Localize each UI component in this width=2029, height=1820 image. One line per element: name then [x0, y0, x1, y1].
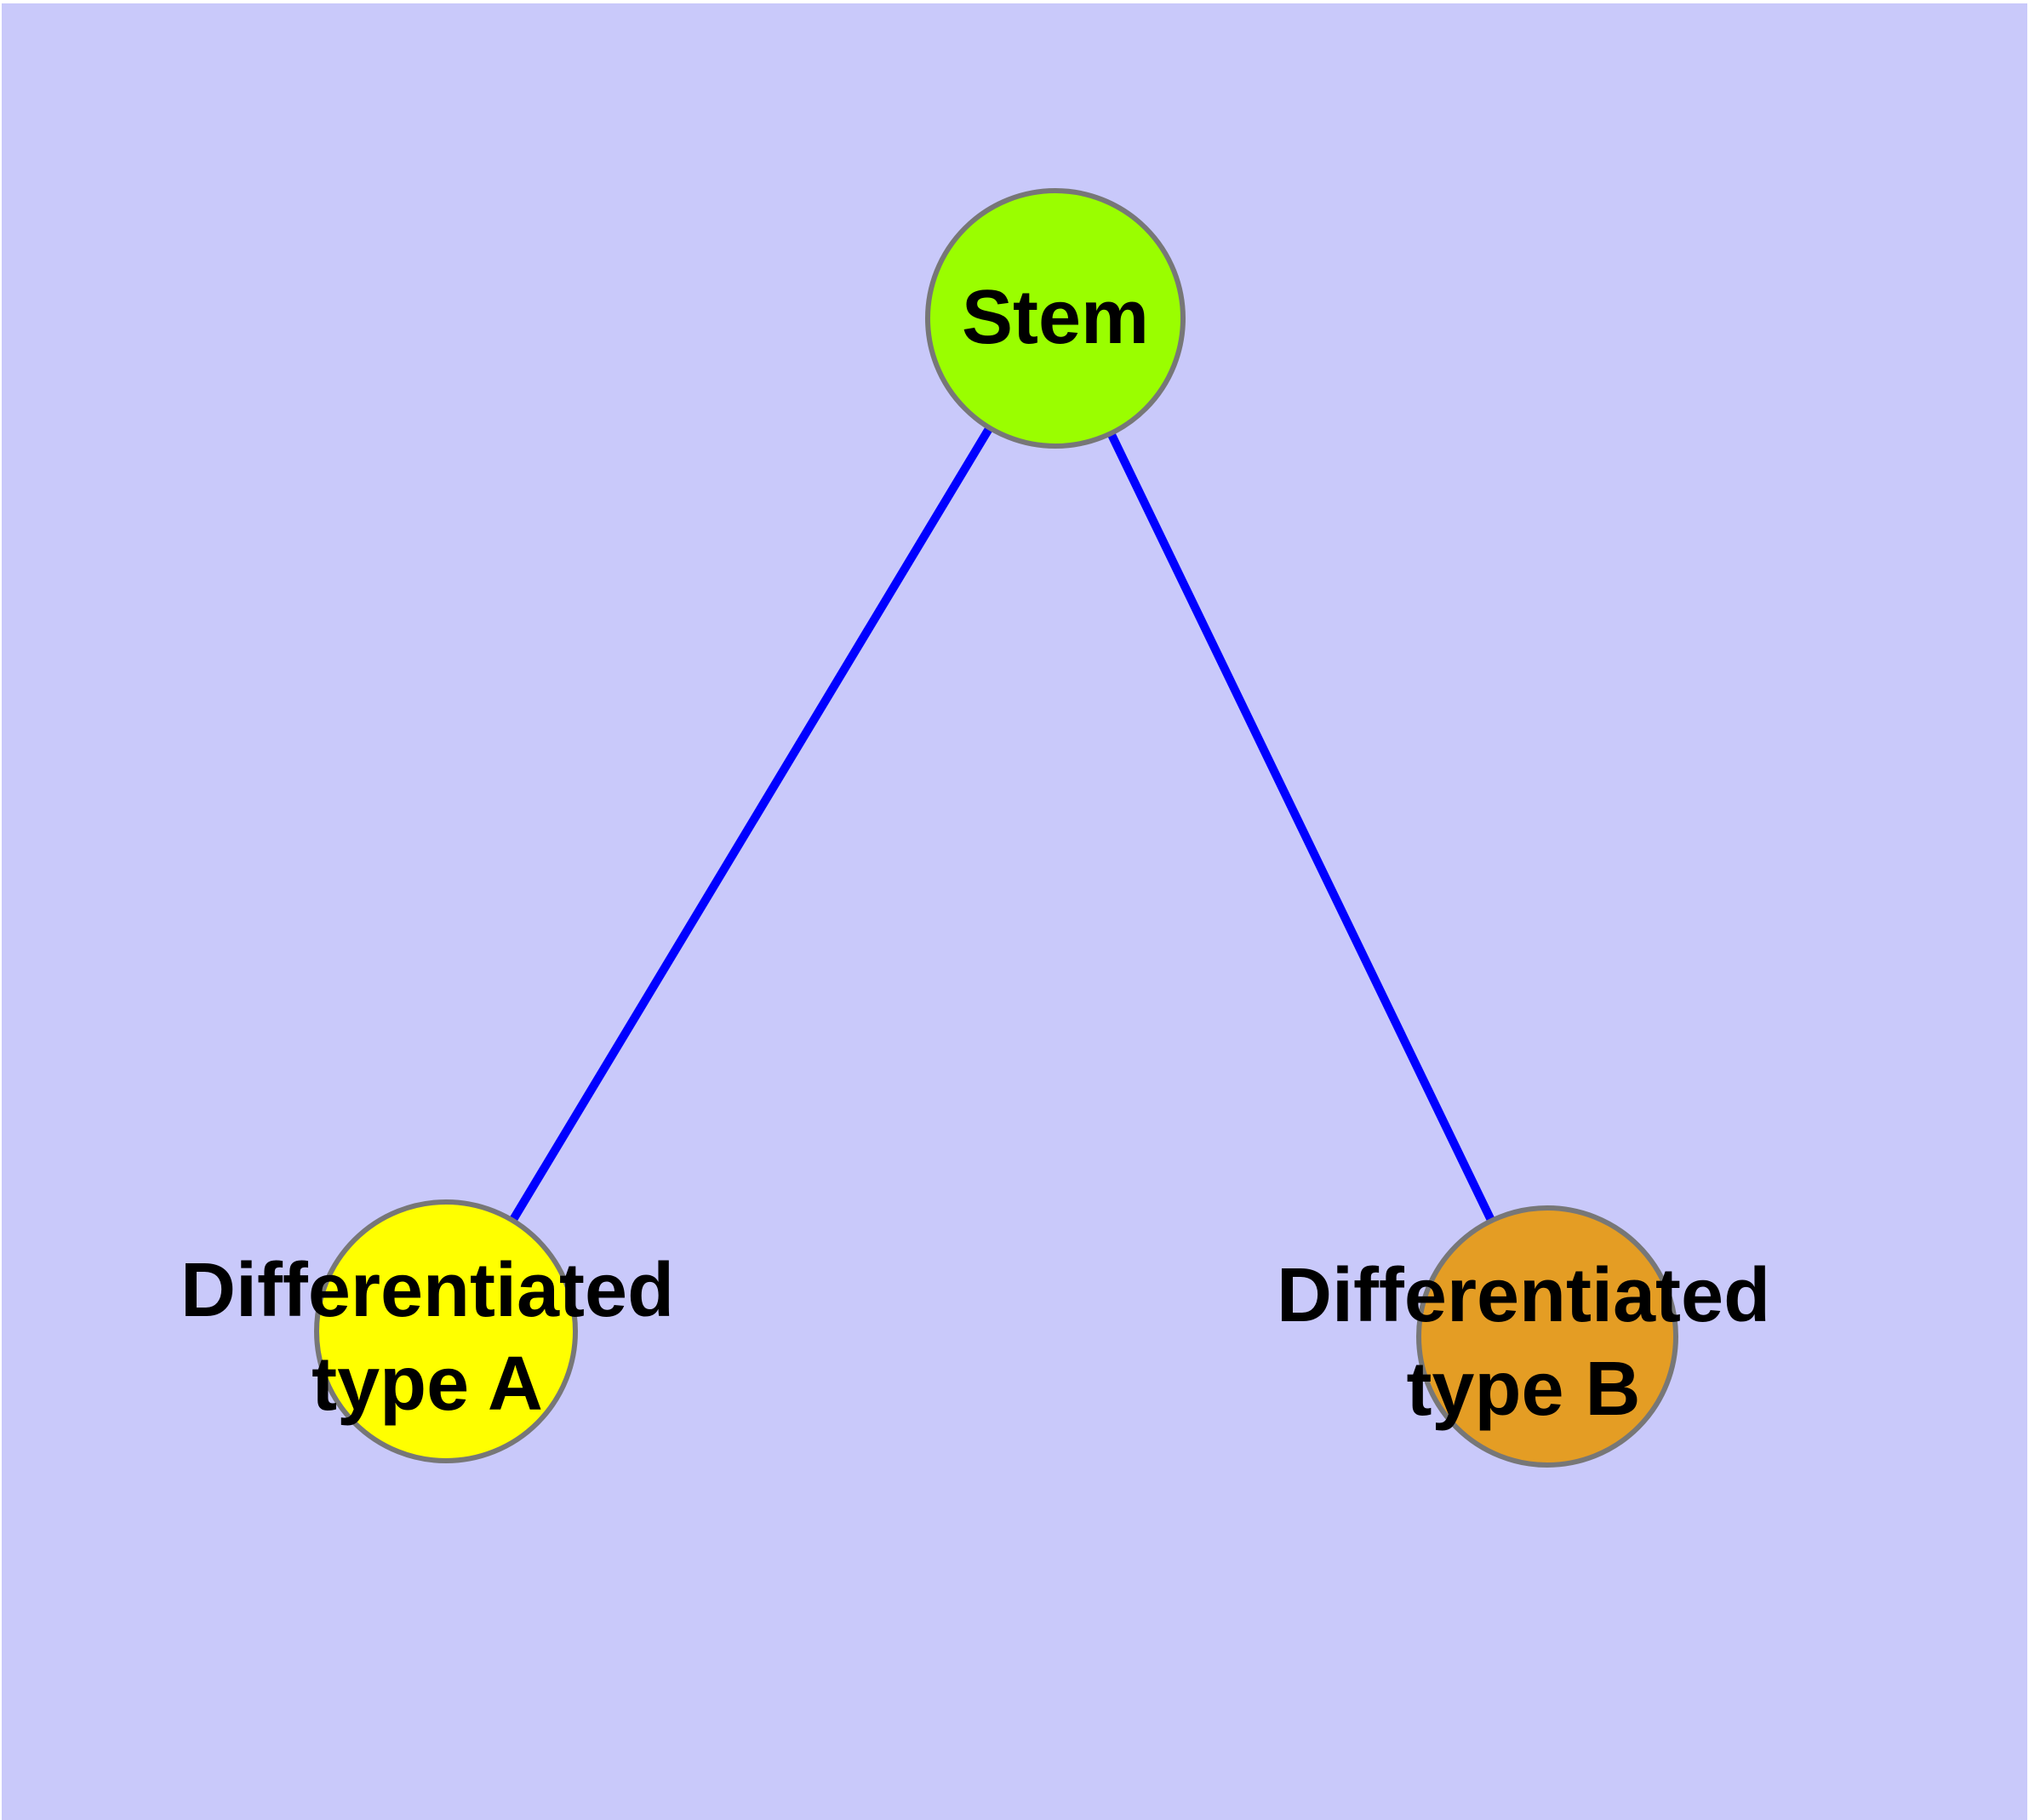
- node-circle-diff-a: [314, 1199, 578, 1463]
- edge-stem-to-diff-a: [442, 316, 1060, 1334]
- graph-svg: [314, 188, 1678, 1468]
- edge-stem-to-diff-b: [1051, 316, 1552, 1339]
- node-circle-stem: [925, 188, 1186, 449]
- node-circle-diff-b: [1416, 1205, 1678, 1468]
